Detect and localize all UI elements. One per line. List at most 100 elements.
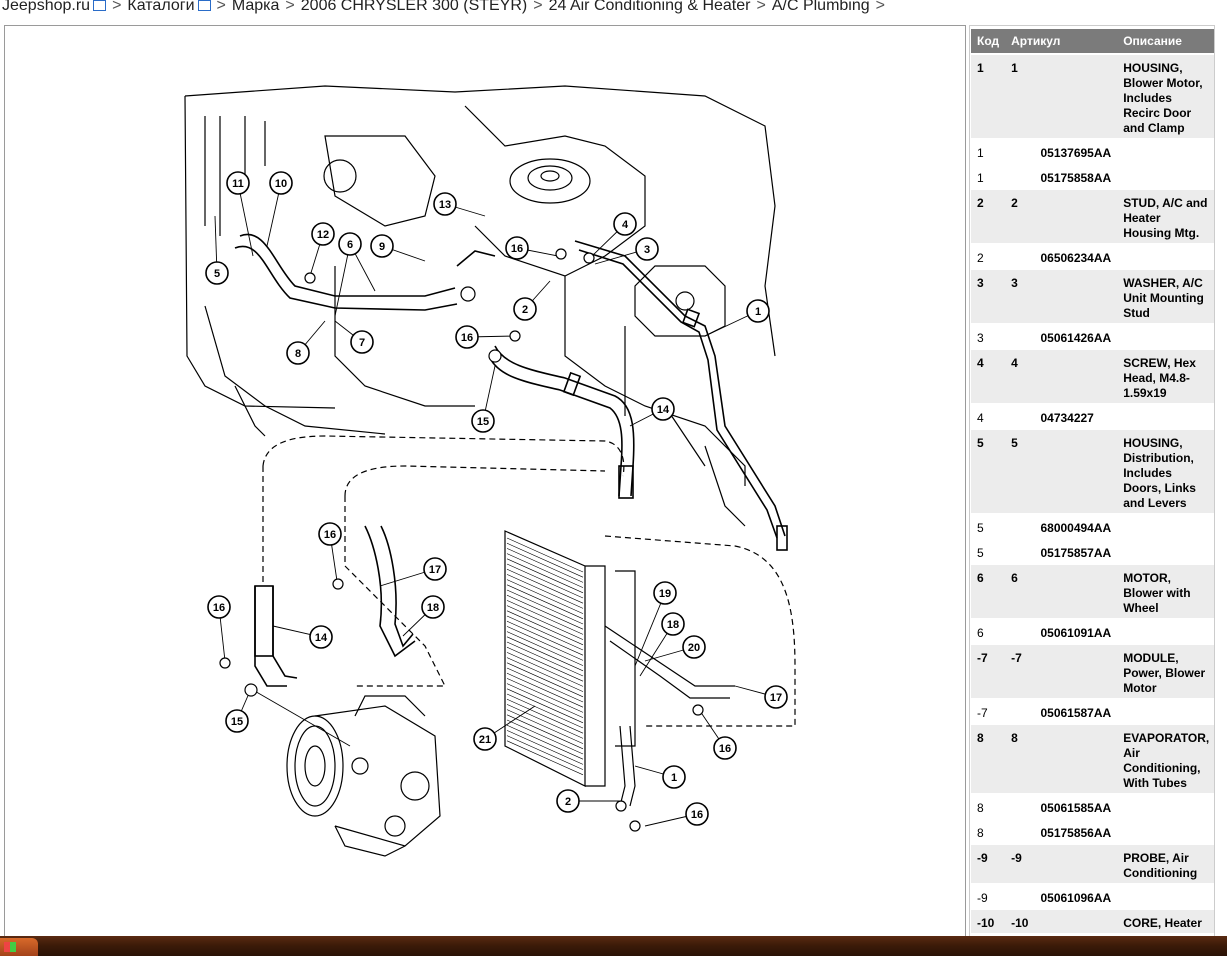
callout-number: 3 [644,244,650,256]
callout-circle [764,685,788,709]
part-description [1117,405,1214,428]
callout-number: 17 [429,564,441,576]
callout-bubble[interactable]: 16 [207,595,231,619]
part-article: 05137695AA [1034,140,1118,163]
breadcrumb-item[interactable]: Каталоги [127,0,195,14]
part-article: 05061426AA [1034,325,1118,348]
callout-bubble[interactable]: 19 [653,581,677,605]
callout-number: 12 [317,229,329,241]
callout-bubble[interactable]: 21 [473,727,497,751]
open-window-icon[interactable] [197,0,211,11]
callout-circle [226,171,250,195]
breadcrumb-item[interactable]: 2006 CHRYSLER 300 (STEYR) [300,0,528,14]
callout-bubble[interactable]: 20 [682,635,706,659]
part-description [1117,885,1214,908]
open-window-icon[interactable] [93,0,107,11]
header-description[interactable]: Описание [1117,29,1214,53]
callout-number: 13 [439,199,451,211]
callout-circle [746,299,770,323]
part-number-row[interactable]: 3 05061426AA [971,325,1214,348]
part-code: 1 [971,55,1006,138]
part-article [1034,845,1118,883]
callout-number: 17 [770,692,782,704]
callout-bubble[interactable]: 4 [613,212,637,236]
callout-bubble[interactable]: 17 [764,685,788,709]
callout-bubble[interactable]: 8 [286,341,310,365]
part-code: 8 [971,795,1006,818]
callout-bubble[interactable]: 14 [309,625,333,649]
part-article: 68000494AA [1034,515,1118,538]
callout-bubble[interactable]: 15 [225,709,249,733]
callout-bubble[interactable]: 6 [338,232,362,256]
breadcrumb-item[interactable]: A/C Plumbing [771,0,870,14]
start-button[interactable] [0,938,38,956]
callout-bubble[interactable]: 9 [370,234,394,258]
part-subcode [1005,540,1035,563]
callout-bubble[interactable]: 16 [318,522,342,546]
callout-circle [662,765,686,789]
callout-bubble[interactable]: 1 [662,765,686,789]
part-subcode: 6 [1005,565,1035,618]
header-code[interactable]: Код [971,29,1006,53]
breadcrumb-separator: > [533,0,543,14]
part-subcode [1005,140,1035,163]
callout-bubble[interactable]: 16 [505,236,529,260]
callout-number: 14 [657,404,670,416]
part-code: 3 [971,325,1006,348]
callout-bubble[interactable]: 7 [350,330,374,354]
callout-bubble[interactable]: 11 [226,171,250,195]
callout-number: 9 [379,241,385,253]
part-article [1034,910,1118,933]
callout-bubble[interactable]: 18 [421,595,445,619]
part-article: 05061091AA [1034,620,1118,643]
part-description: HOUSING, Distribution, Includes Doors, L… [1117,430,1214,513]
callout-bubble[interactable]: 5 [205,261,229,285]
callout-bubble[interactable]: 3 [635,237,659,261]
callout-bubble[interactable]: 10 [269,171,293,195]
part-article [1034,725,1118,793]
callout-bubble[interactable]: 17 [423,557,447,581]
callout-bubble[interactable]: 2 [513,297,537,321]
callout-bubble[interactable]: 18 [661,612,685,636]
callout-number: 18 [667,619,679,631]
callout-bubble[interactable]: 15 [471,409,495,433]
part-subcode: 8 [1005,725,1035,793]
callout-bubble[interactable]: 13 [433,192,457,216]
breadcrumb-item[interactable]: 24 Air Conditioning & Heater [548,0,751,14]
callout-bubble[interactable]: 16 [685,802,709,826]
callout-bubble[interactable]: 16 [455,325,479,349]
breadcrumb-item[interactable]: Jeepshop.ru [2,0,91,14]
callout-bubble[interactable]: 1 [746,299,770,323]
part-subcode: 5 [1005,430,1035,513]
callout-bubble[interactable]: 16 [713,736,737,760]
part-description [1117,795,1214,818]
header-article[interactable]: Артикул [1005,29,1118,53]
callout-circle [311,222,335,246]
callout-bubble[interactable]: 12 [311,222,335,246]
callout-bubble[interactable]: 14 [651,397,675,421]
breadcrumb-item[interactable]: Марка [231,0,280,14]
callout-bubble[interactable]: 2 [556,789,580,813]
